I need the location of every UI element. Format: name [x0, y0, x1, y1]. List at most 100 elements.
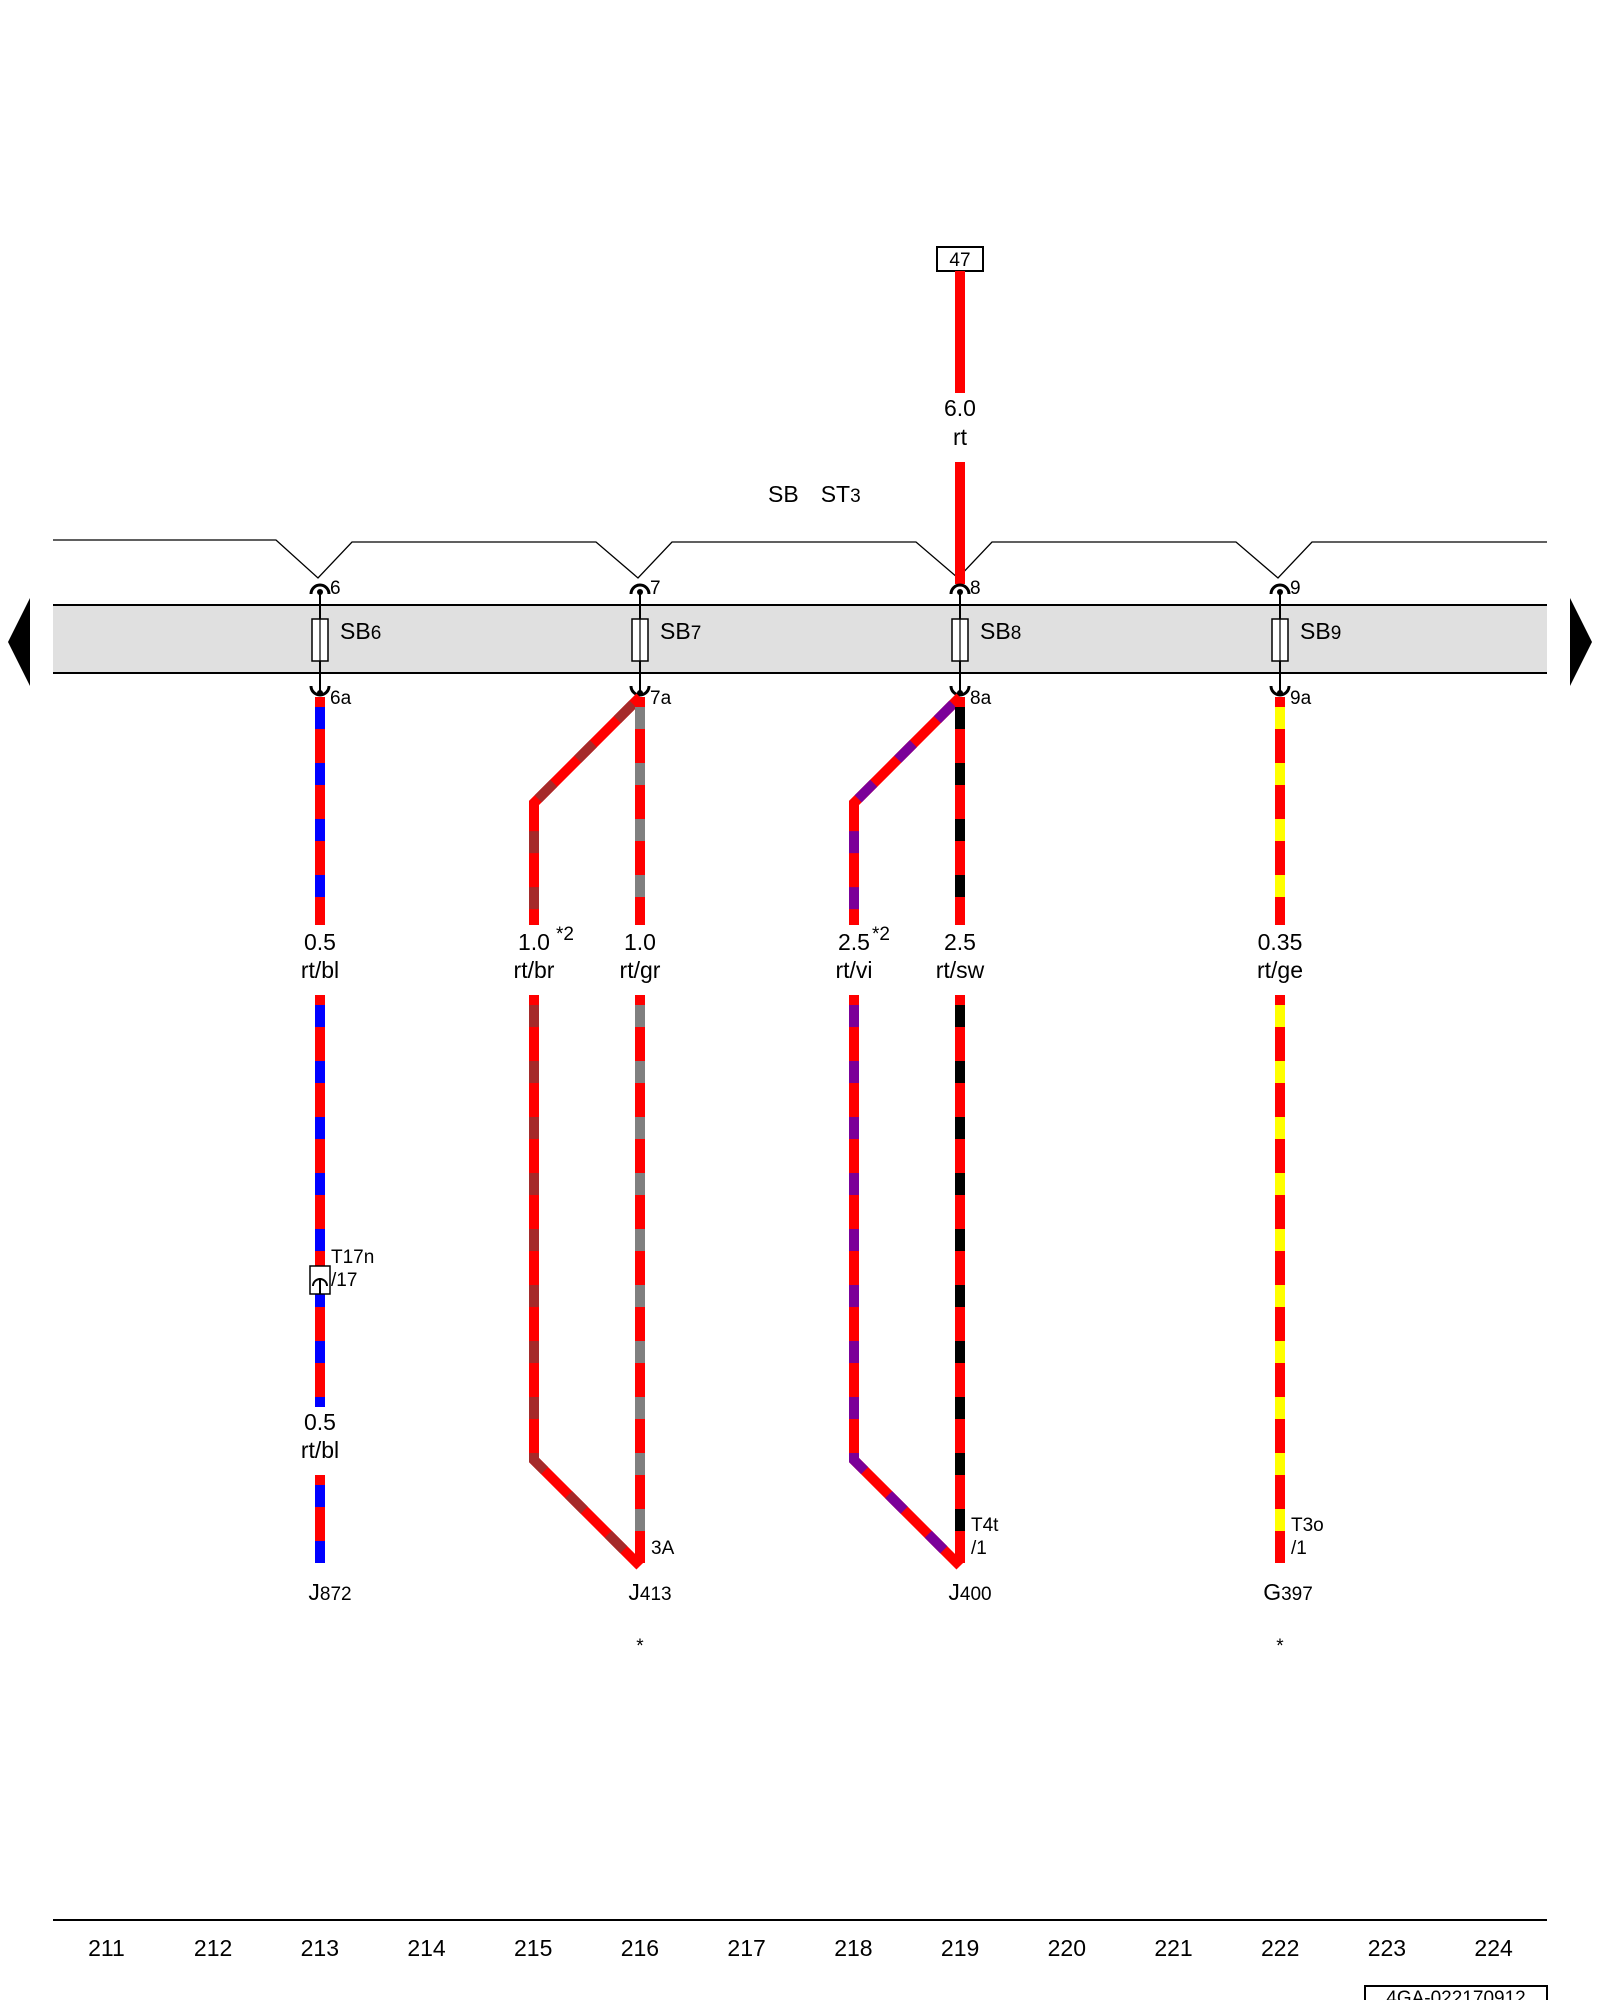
- terminal-47-box: [936, 246, 984, 272]
- wire-size: 2.5: [944, 929, 976, 955]
- connector-pin: /17: [331, 1270, 357, 1291]
- track-number: 217: [727, 1935, 765, 1961]
- track-number: 218: [834, 1935, 872, 1961]
- wire-color: rt/vi: [835, 957, 872, 983]
- terminal-47-label: 47: [949, 250, 970, 271]
- fuse-output-pin-label: 6a: [330, 688, 352, 709]
- main-feed-wire-lower: [955, 462, 965, 584]
- wire-base-stroke: [849, 995, 964, 1570]
- wire-size: 2.5: [838, 929, 870, 955]
- component-g397[interactable]: G397 *: [1263, 1579, 1313, 1657]
- wire-base-stroke: [529, 693, 644, 925]
- track-numbers: 211 212 213 214 215 216 217 218 219 220 221 222 223 2…: [88, 1935, 1513, 1961]
- fuse-output-pin-label: 8a: [970, 688, 992, 709]
- component-j400[interactable]: J400: [948, 1579, 991, 1605]
- track-number: 211: [88, 1935, 125, 1961]
- track-number: 216: [621, 1935, 659, 1961]
- connector-name: T4t: [971, 1515, 999, 1536]
- fuse-input-arc-icon: [1269, 583, 1291, 595]
- fuse-input-arc-icon: [309, 583, 331, 595]
- fuse-output-pin: [317, 690, 323, 696]
- component-label: G397: [1263, 1579, 1313, 1605]
- wire-size: 1.0: [518, 929, 550, 955]
- main-feed-color: rt: [953, 424, 968, 450]
- wire-stripe-stroke: [849, 693, 964, 925]
- track-number: 212: [194, 1935, 232, 1961]
- wire-color: rt/bl: [301, 957, 339, 983]
- wire-label-222: 0.35 rt/ge: [1257, 929, 1303, 983]
- wire-218-lower: [849, 995, 964, 1570]
- connector-t17n: T17n /17: [309, 1247, 374, 1295]
- wire-note: *2: [872, 924, 890, 945]
- connector-name: T3o: [1291, 1515, 1324, 1536]
- track-number: 213: [301, 1935, 339, 1961]
- wire-215-upper: [529, 693, 644, 925]
- arrow-right-icon: [1570, 598, 1592, 686]
- wire-color: rt/sw: [936, 957, 985, 983]
- connector-name: T17n: [331, 1247, 374, 1268]
- wire-base-stroke: [849, 693, 964, 925]
- fuse-carrier-bar: [53, 605, 1547, 673]
- fuse-group-outline: [53, 539, 1547, 579]
- fuse-input-arc-icon: [949, 583, 971, 595]
- wire-color: rt/gr: [620, 957, 661, 983]
- connector-t4t: T4t /1: [971, 1515, 999, 1559]
- component-label: J400: [948, 1579, 991, 1605]
- track-number: 224: [1474, 1935, 1513, 1961]
- fuse-input-pin-label: 8: [970, 578, 981, 599]
- wire-note: *2: [556, 924, 574, 945]
- document-code-box: [1364, 1985, 1548, 2000]
- connector-pin: /1: [971, 1538, 987, 1559]
- main-feed-wire-upper: [955, 271, 965, 393]
- wire-215-lower: [529, 995, 644, 1570]
- wire-size: 0.35: [1258, 929, 1303, 955]
- fuse-input-pin-label: 6: [330, 578, 341, 599]
- fuse-output-pin: [957, 690, 963, 696]
- fuse-label: SB9: [1300, 618, 1341, 644]
- wire-label-213: 0.5 rt/bl: [301, 929, 339, 983]
- main-feed-size: 6.0: [944, 395, 976, 421]
- connector-pin: /1: [1291, 1538, 1307, 1559]
- fuse-input-pin-label: 9: [1290, 578, 1301, 599]
- fuse-output-pin: [637, 690, 643, 696]
- track-number: 219: [941, 1935, 979, 1961]
- track-number: 222: [1261, 1935, 1299, 1961]
- wire-stripe-stroke: [849, 995, 964, 1570]
- fuse-output-pin-label: 9a: [1290, 688, 1312, 709]
- fuse-label: SB7: [660, 618, 701, 644]
- fuse-input-pin-label: 7: [650, 578, 661, 599]
- track-number: 221: [1154, 1935, 1192, 1961]
- component-note: *: [636, 1636, 644, 1657]
- fuse-input-arc-icon: [629, 583, 651, 595]
- component-j413[interactable]: J413 *: [628, 1579, 671, 1657]
- track-number: 214: [407, 1935, 446, 1961]
- connector-t3o: T3o /1: [1291, 1515, 1324, 1559]
- wire-stripe-stroke: [529, 693, 644, 925]
- component-note: *: [1276, 1636, 1284, 1657]
- track-number: 223: [1368, 1935, 1406, 1961]
- track-number: 220: [1048, 1935, 1086, 1961]
- document-code: 4GA-022170912: [1364, 1985, 1548, 2000]
- wire-label-219: 2.5 rt/sw: [936, 929, 985, 983]
- wire-stripe-stroke: [529, 995, 644, 1570]
- track-number: 215: [514, 1935, 552, 1961]
- component-label: J872: [308, 1579, 351, 1605]
- wire-base-stroke: [529, 995, 644, 1570]
- wire-label-215: 1.0 *2 rt/br: [514, 924, 574, 983]
- fuse-output-pin: [1277, 690, 1283, 696]
- wire-color: rt/ge: [1257, 957, 1303, 983]
- document-code-text: 4GA-022170912: [1386, 1988, 1525, 2000]
- wire-size: 0.5: [304, 1409, 336, 1435]
- next-page-button[interactable]: [1570, 598, 1592, 686]
- component-label: J413: [628, 1579, 671, 1605]
- fuse-sb9[interactable]: 9 9a SB9: [1269, 578, 1341, 709]
- wire-218-upper: [849, 693, 964, 925]
- arrow-left-icon: [8, 598, 30, 686]
- prev-page-button[interactable]: [8, 598, 30, 686]
- component-j872[interactable]: J872: [308, 1579, 351, 1605]
